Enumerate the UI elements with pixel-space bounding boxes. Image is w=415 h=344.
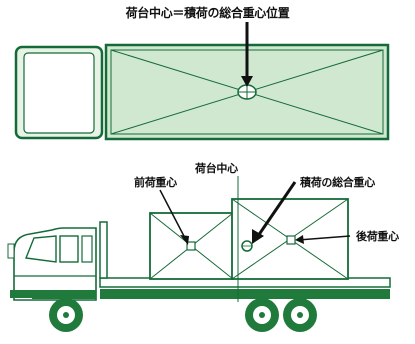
front-cog-leader (159, 189, 187, 241)
cab-windshield (25, 235, 57, 263)
cab-side-window (59, 235, 79, 263)
top-cab-inner (23, 52, 95, 134)
rear-wheel-1 (245, 298, 279, 332)
front-load-cog-label: 前荷重心 (134, 176, 177, 189)
top-view (14, 22, 390, 141)
cab-stripe (32, 290, 96, 299)
cab-rear-window (81, 235, 93, 263)
chassis-stripe (100, 289, 390, 299)
bed-front-post (99, 221, 108, 279)
rear-cog-leader (297, 235, 351, 241)
total-load-cog-label: 積荷の総合重心 (300, 176, 375, 189)
top-view-caption: 荷台中心＝積荷の総合重心位置 (125, 6, 290, 20)
rear-load-cog-label: 後荷重心 (356, 230, 399, 243)
side-view (7, 176, 391, 332)
rear-wheel-2 (283, 298, 317, 332)
total-cog-leader (256, 181, 297, 237)
front-wheel (49, 298, 83, 332)
cab-bumper (10, 290, 32, 298)
bed-center-label: 荷台中心 (195, 162, 238, 175)
